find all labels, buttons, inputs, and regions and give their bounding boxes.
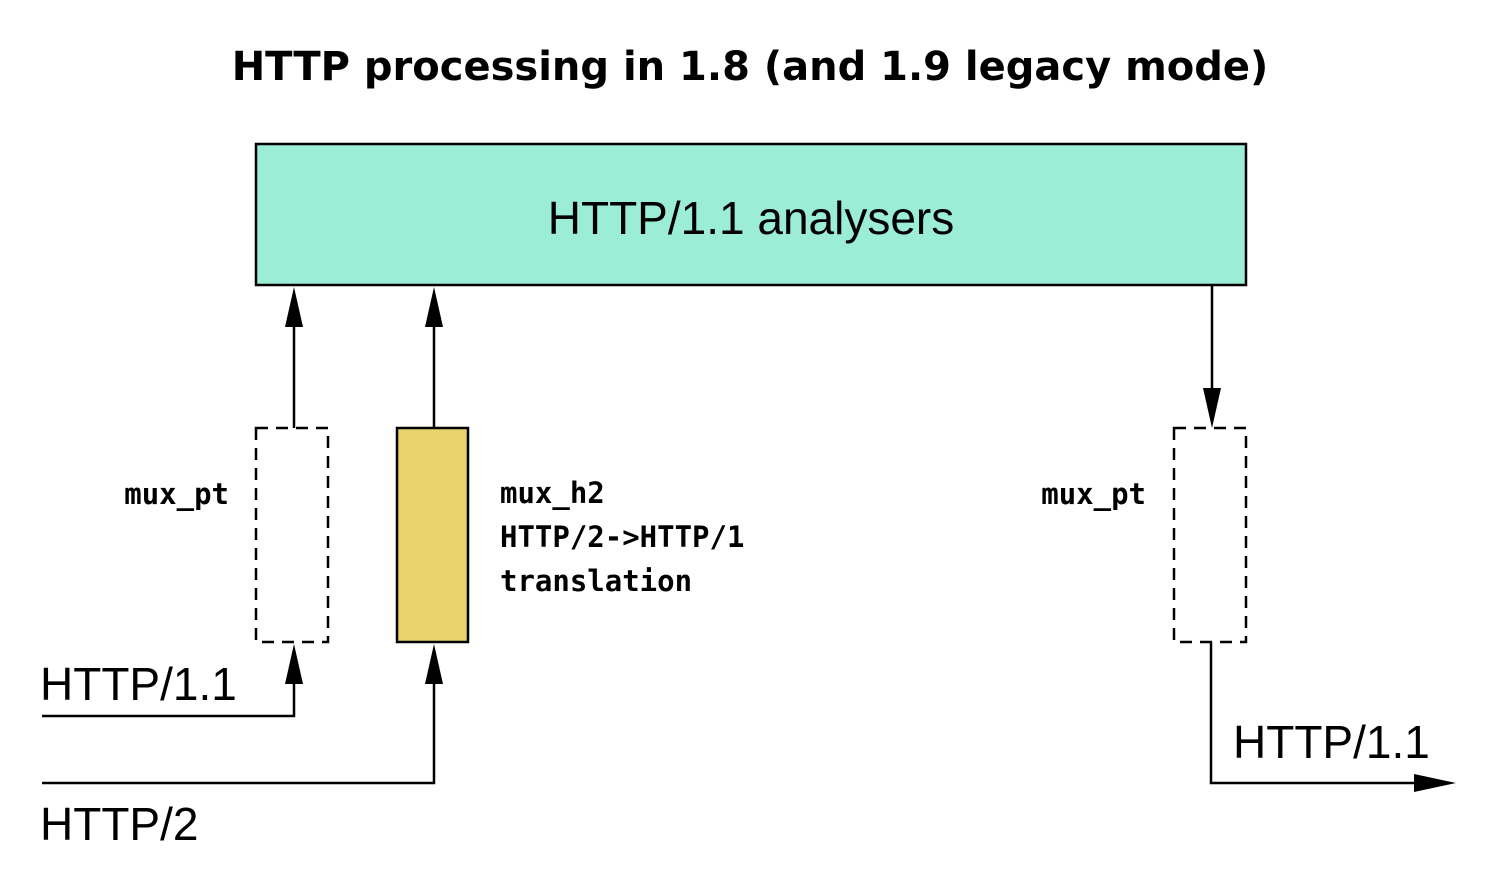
input-http2-label: HTTP/2 [40,798,198,850]
arrowhead-down-icon [1203,388,1221,428]
input-http11-label: HTTP/1.1 [40,658,237,710]
diagram-title: HTTP processing in 1.8 (and 1.9 legacy m… [232,44,1269,90]
mux-h2-translation-label-2: translation [500,564,692,598]
output-http11-label: HTTP/1.1 [1233,716,1430,768]
mux-pt-right-box [1172,426,1248,644]
arrowhead-up-icon [285,644,303,684]
arrowhead-up-icon [425,644,443,684]
arrowhead-up-icon [425,287,443,327]
arrowhead-up-icon [285,287,303,327]
mux-pt-left-box [254,426,330,644]
input-http11-line [42,680,296,718]
http11-analysers-box [254,142,1248,287]
mux-h2-label: mux_h2 [500,476,605,510]
mux-pt-right-label: mux_pt [1041,477,1146,511]
output-http11-line [1209,642,1418,785]
http11-analysers-label: HTTP/1.1 analysers [548,192,954,244]
mux-h2-translation-label: HTTP/2->HTTP/1 [500,520,744,554]
input-http2-line [42,680,436,785]
arrowhead-right-icon [1414,774,1456,792]
mux-pt-left-label: mux_pt [124,477,229,511]
mux-h2-box [395,426,470,644]
